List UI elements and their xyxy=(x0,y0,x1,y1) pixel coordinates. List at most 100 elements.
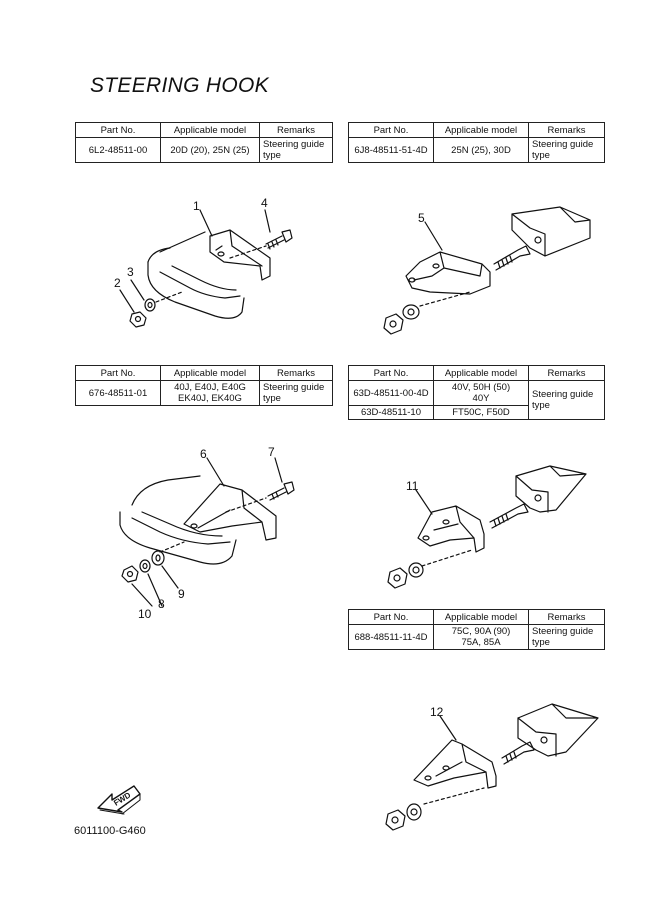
remarks-line: type xyxy=(263,393,281,404)
washer xyxy=(408,562,424,578)
leader-line xyxy=(439,715,457,741)
model-line: 40J, E40J, E40G xyxy=(174,382,246,393)
nut-hole xyxy=(393,574,401,582)
nut-hole xyxy=(389,320,397,328)
steering-guide-arm xyxy=(511,206,591,257)
steering-guide-arm xyxy=(517,703,599,757)
remarks-line: Steering guide xyxy=(532,626,594,637)
leader-line xyxy=(424,221,443,251)
bracket-frame-outline xyxy=(119,475,237,565)
washer-part-9 xyxy=(151,550,165,566)
nut xyxy=(387,567,408,589)
callout-12: 12 xyxy=(430,705,444,719)
model-line: 75C, 90A (90) xyxy=(451,626,511,637)
parts-table-3: Part No. Applicable model Remarks 676-48… xyxy=(75,365,333,406)
callout-6: 6 xyxy=(200,447,207,461)
leader-line xyxy=(415,489,433,515)
steering-hook-part-6 xyxy=(183,483,277,541)
model-cell: 75C, 90A (90) 75A, 85A xyxy=(433,624,529,650)
callout-1: 1 xyxy=(193,199,200,213)
bolt-axis-line xyxy=(229,245,267,259)
leader-line xyxy=(119,209,271,313)
table-header-row: Part No. Applicable model Remarks xyxy=(348,609,605,625)
steering-hook-part-11 xyxy=(417,505,485,553)
bracket-hole xyxy=(442,765,450,771)
part-number-cell: 6J8-48511-51-4D xyxy=(348,137,434,163)
table-row: 688-48511-11-4D 75C, 90A (90) 75A, 85A S… xyxy=(348,624,605,650)
diagram-code: 6011100-G460 xyxy=(74,825,146,837)
bolt-axis-line xyxy=(421,549,473,567)
washer-hole xyxy=(412,566,420,574)
bolt-axis-line xyxy=(419,291,471,307)
model-cell: 25N (25), 30D xyxy=(433,137,529,163)
part-number-cell: 6L2-48511-00 xyxy=(75,137,161,163)
diagram-c: 6 7 9 8 10 xyxy=(119,445,295,621)
leader-line xyxy=(131,457,283,607)
bracket-hole xyxy=(217,251,225,257)
remarks-line: type xyxy=(532,400,550,411)
nut-part-2 xyxy=(129,311,147,328)
parts-table-2: Part No. Applicable model Remarks 6J8-48… xyxy=(348,122,605,163)
callout-2: 2 xyxy=(114,276,121,290)
guide-hole xyxy=(534,236,542,244)
model-cell: 40J, E40J, E40G EK40J, EK40G xyxy=(160,380,260,406)
table-header-row: Part No. Applicable model Remarks xyxy=(75,365,333,381)
diagram-b: 5 xyxy=(383,206,591,335)
diagram-d: 11 xyxy=(387,465,587,589)
remarks-line: type xyxy=(532,150,550,161)
bolt-thread xyxy=(497,255,513,269)
bolt-thread xyxy=(267,239,279,250)
callout-10: 10 xyxy=(138,607,152,621)
callout-9: 9 xyxy=(178,587,185,601)
remarks-cell: Steering guide type xyxy=(528,137,605,163)
callout-7: 7 xyxy=(268,445,275,459)
parts-table-1: Part No. Applicable model Remarks 6L2-48… xyxy=(75,122,333,163)
callout-4: 4 xyxy=(261,196,268,210)
bolt-thread xyxy=(271,491,279,500)
bracket-hole xyxy=(408,277,416,283)
model-line: 40V, 50H (50) xyxy=(451,382,511,393)
washer-part-3 xyxy=(144,298,156,312)
table-row: 63D-48511-00-4D 40V, 50H (50) 40Y Steeri… xyxy=(348,380,605,420)
part-number-cell: 676-48511-01 xyxy=(75,380,161,406)
remarks-line: Steering guide xyxy=(263,139,325,150)
callout-8: 8 xyxy=(158,597,165,611)
model-cell: FT50C, F50D xyxy=(433,405,529,420)
bracket-hole xyxy=(422,535,430,541)
remarks-line: Steering guide xyxy=(532,139,594,150)
bolt-axis-line xyxy=(423,787,485,805)
remarks-line: type xyxy=(263,150,281,161)
model-cell: 20D (20), 25N (25) xyxy=(160,137,260,163)
washer-hole xyxy=(147,301,153,309)
bracket-frame-outline xyxy=(147,247,241,299)
bolt-part-4 xyxy=(265,229,293,249)
bracket-frame-outline xyxy=(131,511,231,545)
bolt-thread xyxy=(505,751,517,763)
callout-3: 3 xyxy=(127,265,134,279)
steering-hook-part-1 xyxy=(209,229,271,281)
washer-hole xyxy=(142,562,148,570)
bolt-part-7 xyxy=(267,481,295,501)
diagram-e: 12 xyxy=(385,703,599,831)
bracket-frame-outline xyxy=(147,231,245,319)
washer xyxy=(406,803,422,821)
nut-hole xyxy=(126,570,134,578)
guide-hole xyxy=(540,736,548,744)
washer-axis-line xyxy=(155,291,183,303)
nut xyxy=(383,313,404,335)
remarks-line: Steering guide xyxy=(532,389,594,400)
table-row: 6L2-48511-00 20D (20), 25N (25) Steering… xyxy=(75,137,333,163)
part-number-cell: 688-48511-11-4D xyxy=(348,624,434,650)
part-number-cell: 63D-48511-00-4D xyxy=(348,380,434,406)
parts-table-4: Part No. Applicable model Remarks 63D-48… xyxy=(348,365,605,420)
fwd-label: FWD xyxy=(112,790,132,807)
table-row: 63D-48511-10 FT50C, F50D xyxy=(348,405,605,420)
remarks-cell: Steering guide type xyxy=(528,380,605,420)
washer-part-8 xyxy=(139,559,151,573)
nut-part-10 xyxy=(121,565,139,583)
bolt-thread xyxy=(493,513,509,527)
bolt-part xyxy=(501,741,535,765)
model-line: 75A, 85A xyxy=(461,637,501,648)
remarks-line: type xyxy=(532,637,550,648)
